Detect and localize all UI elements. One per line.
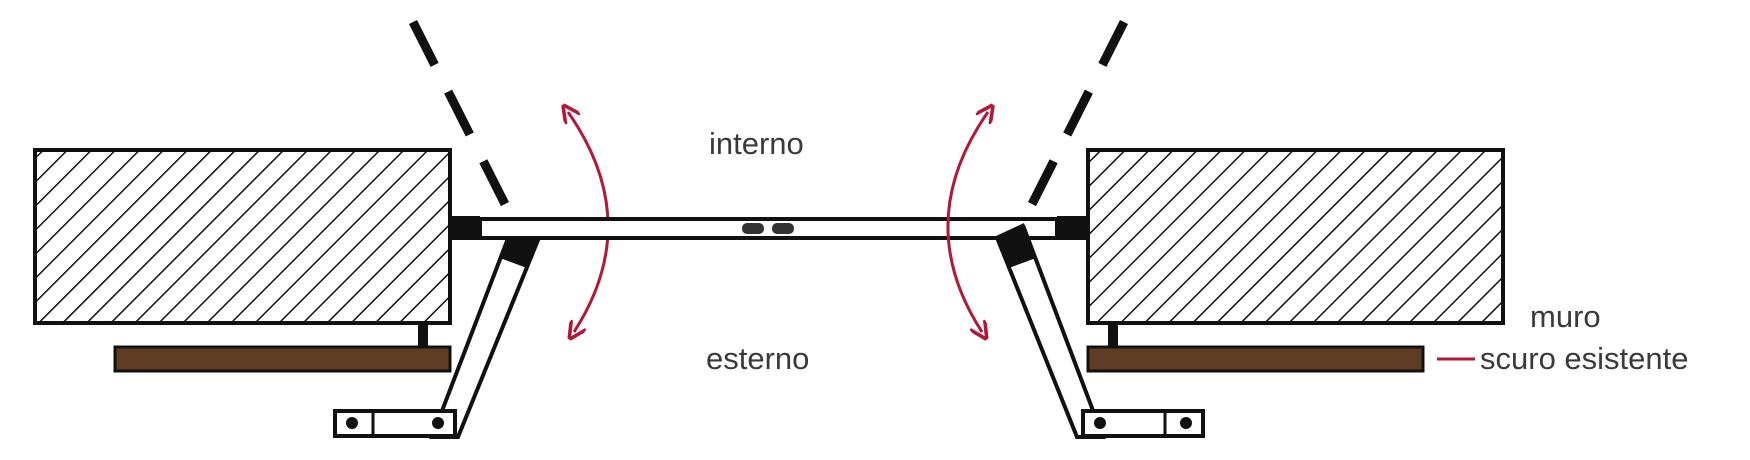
right-screw-2 [1180,417,1192,429]
right-frame-block [1057,216,1088,240]
right-dashed-path [1020,19,1129,221]
window-handle-1 [742,223,764,234]
right-wall [1086,148,1505,325]
label-muro: muro [1530,299,1601,334]
window-handle-2 [772,223,794,234]
right-shutter [1086,345,1425,373]
right-hinge-cap [996,223,1036,268]
label-scuro-esistente: scuro esistente [1480,341,1689,376]
window-rail [478,217,1059,240]
left-shutter [113,345,452,373]
right-screw-1 [1094,417,1106,429]
left-wall [33,148,452,325]
right-assembly [946,19,1505,439]
left-assembly [33,19,610,439]
left-wall-bracket [418,322,428,347]
left-screw-2 [432,417,444,429]
label-interno: interno [709,126,804,161]
left-frame-block [450,216,480,240]
right-wall-bracket [1108,322,1118,347]
right-rotation-arrow [946,112,988,332]
label-esterno: esterno [706,341,809,376]
left-screw-1 [346,417,358,429]
window-frame [478,217,1059,240]
left-dashed-path [408,19,517,221]
